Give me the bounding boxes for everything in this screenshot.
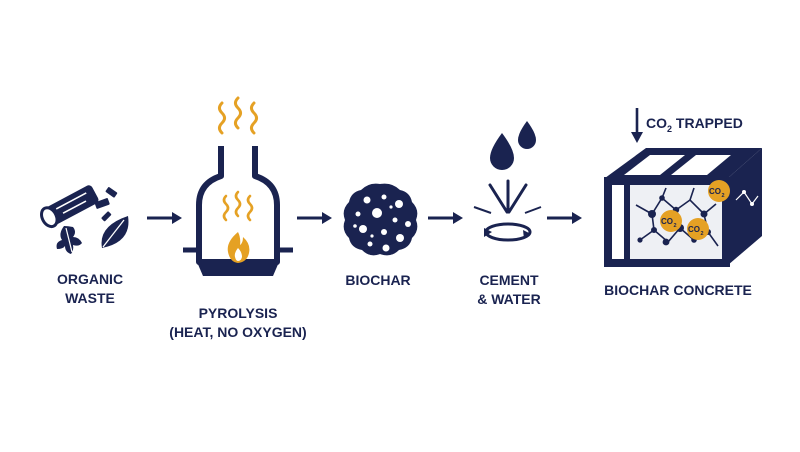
co2-bubble: CO 2 <box>687 218 709 240</box>
co2-trapped-label: CO2 TRAPPED <box>646 115 743 134</box>
co2-bubble-sub: 2 <box>721 193 724 199</box>
label-line: BIOCHAR <box>345 272 411 288</box>
label-line: (HEAT, NO OXYGEN) <box>169 324 307 340</box>
co2-bubble-text: CO <box>709 187 721 196</box>
label-line: PYROLYSIS <box>198 305 278 321</box>
arrow-3 <box>428 212 463 224</box>
co2-bubble: CO 2 <box>660 210 682 232</box>
label-cement-water: CEMENT & WATER <box>463 271 555 309</box>
wood-leaves-icon <box>40 185 129 254</box>
label-line: CEMENT <box>479 272 539 288</box>
label-line: BIOCHAR CONCRETE <box>604 282 752 298</box>
label-pyrolysis: PYROLYSIS (HEAT, NO OXYGEN) <box>158 304 318 342</box>
co2-bubble-sub: 2 <box>673 223 676 229</box>
co2-bubble-text: CO <box>661 217 673 226</box>
kiln-flame-icon <box>183 96 293 276</box>
arrow-1 <box>147 212 182 224</box>
label-biochar: BIOCHAR <box>336 271 420 290</box>
arrow-2 <box>297 212 332 224</box>
water-drops-mix-icon <box>473 121 542 242</box>
porous-char-icon <box>343 183 418 256</box>
co2-bubble-sub: 2 <box>700 231 703 237</box>
co2-bubble-text: CO <box>688 225 700 234</box>
arrow-4 <box>547 212 582 224</box>
concrete-block-icon: CO 2 CO 2 CO 2 <box>604 148 762 267</box>
label-line: ORGANIC <box>56 271 124 287</box>
label-biochar-concrete: BIOCHAR CONCRETE <box>590 281 766 300</box>
co2-bubble: CO 2 <box>708 180 730 202</box>
label-line: & WATER <box>477 291 541 307</box>
label-line: WASTE <box>65 290 115 306</box>
label-organic-waste: ORGANIC WASTE <box>40 270 140 308</box>
co2-trapped-callout: CO2 TRAPPED <box>631 108 743 143</box>
